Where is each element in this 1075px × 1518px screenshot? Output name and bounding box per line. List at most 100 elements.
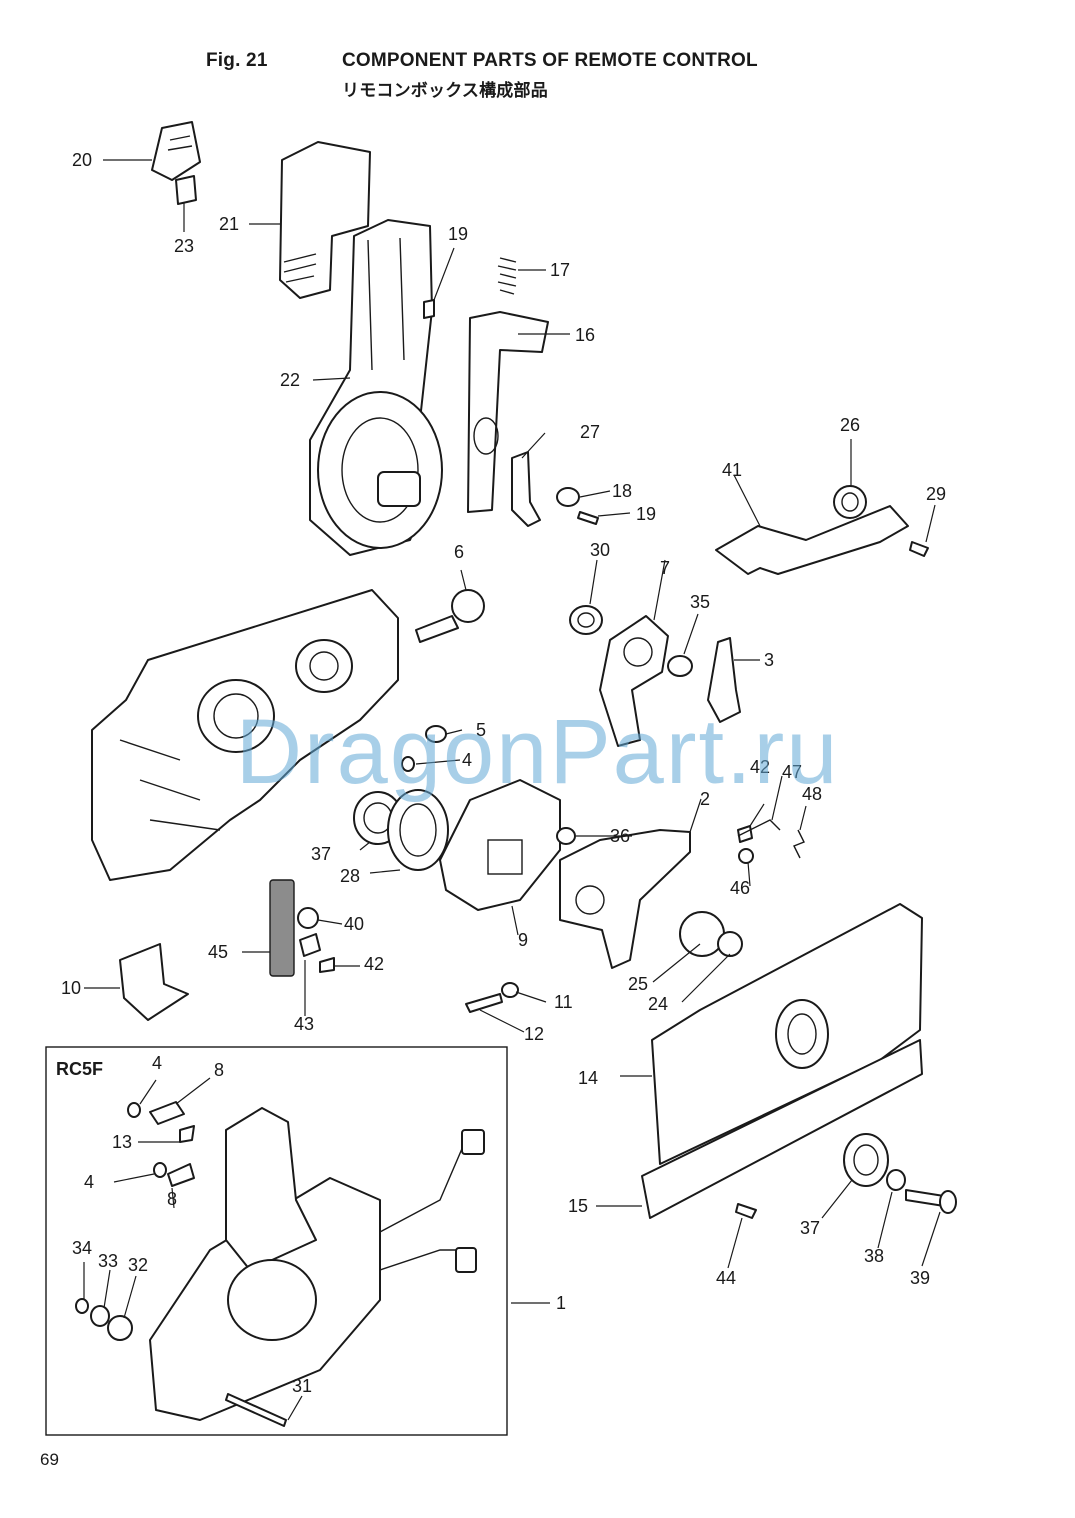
callout-label: 32 — [128, 1255, 148, 1275]
housing-part — [91, 589, 399, 881]
callout-label: 22 — [280, 370, 300, 390]
callout-label: 24 — [648, 994, 668, 1014]
callout-label: 23 — [174, 236, 194, 256]
washer-part-38 — [886, 1169, 906, 1191]
callout-label: 28 — [340, 866, 360, 886]
callout-label: 48 — [802, 784, 822, 804]
bushing-part-26 — [833, 485, 867, 519]
pad-part-40 — [297, 907, 319, 929]
callout-label: 4 — [462, 750, 472, 770]
callout-label: 30 — [590, 540, 610, 560]
shaft-part-6 — [415, 589, 485, 643]
callout-label: 37 — [800, 1218, 820, 1238]
lever-part-3 — [707, 637, 741, 723]
callout-label: 36 — [610, 826, 630, 846]
handle-lever-part-22 — [309, 219, 443, 556]
callout-label: 35 — [690, 592, 710, 612]
callout-label: 40 — [344, 914, 364, 934]
link-part-8-inset-upper — [149, 1101, 185, 1125]
handle-cover-part-21 — [279, 141, 371, 299]
screw-part-44 — [735, 1203, 757, 1219]
bushing-part-37-lower — [843, 1133, 889, 1187]
callout-label: 31 — [292, 1376, 312, 1396]
clip-part-24 — [717, 931, 743, 957]
nut-part-4-inset-lower — [153, 1162, 167, 1178]
clip-part-13-inset — [179, 1125, 195, 1143]
callout-label: 26 — [840, 415, 860, 435]
callout-label: 27 — [580, 422, 600, 442]
nut-part-11 — [501, 982, 519, 998]
roller-part-46 — [738, 848, 754, 864]
callout-label: 10 — [61, 978, 81, 998]
roller-part-36 — [556, 827, 576, 845]
page-title: COMPONENT PARTS OF REMOTE CONTROL — [342, 50, 758, 71]
callout-label: 44 — [716, 1268, 736, 1288]
cover-plate-part-14 — [651, 903, 923, 1165]
callout-label: 5 — [476, 720, 486, 740]
callout-label: 17 — [550, 260, 570, 280]
callout-label: 46 — [730, 878, 750, 898]
callout-label: 37 — [311, 844, 331, 864]
callout-label: 13 — [112, 1132, 132, 1152]
washer-part-18 — [556, 487, 580, 507]
bolt-part-12 — [465, 993, 503, 1013]
callout-label: 7 — [660, 558, 670, 578]
inset-box-rc5f — [45, 1046, 508, 1436]
spring-part-48 — [793, 829, 805, 859]
gear-plate-part-9 — [439, 779, 561, 911]
bolt-part-31-inset — [225, 1393, 287, 1427]
neutral-plate-part-2 — [559, 829, 691, 969]
leader-lines — [83, 159, 941, 1421]
remote-control-box-part-1 — [149, 1107, 485, 1421]
callout-label: 43 — [294, 1014, 314, 1034]
callout-label: 38 — [864, 1246, 884, 1266]
washer-part-35 — [667, 655, 693, 677]
bracket-part-27 — [511, 451, 541, 527]
callout-label: 12 — [524, 1024, 544, 1044]
callout-label: 16 — [575, 325, 595, 345]
figure-label: Fig. 21 — [206, 50, 268, 71]
callout-label: 34 — [72, 1238, 92, 1258]
callout-label: 3 — [764, 650, 774, 670]
detent-part-25 — [679, 911, 725, 957]
callout-label: 4 — [152, 1053, 162, 1073]
grommet-part-32-inset — [107, 1315, 133, 1341]
cover-plate-part-15 — [641, 1039, 923, 1219]
nut-part-34-inset — [75, 1298, 89, 1314]
nut-part-4-upper — [401, 756, 415, 772]
screw-part-29 — [909, 541, 929, 557]
bracket-part-10 — [119, 943, 189, 1021]
handle-cap-part-20 — [151, 121, 201, 181]
callout-label: 19 — [448, 224, 468, 244]
callout-label: 2 — [700, 789, 710, 809]
callout-label: 47 — [782, 762, 802, 782]
callout-label: 45 — [208, 942, 228, 962]
callout-label: 33 — [98, 1251, 118, 1271]
page-number: 69 — [40, 1450, 59, 1469]
callout-label: 39 — [910, 1268, 930, 1288]
screw-part-19-upper — [423, 299, 435, 319]
washer-part-33-inset — [90, 1305, 110, 1327]
cam-plate-part-7 — [599, 615, 669, 747]
callout-label: 19 — [636, 504, 656, 524]
lock-lever-part-16 — [467, 311, 549, 513]
callout-label: 9 — [518, 930, 528, 950]
callout-label: 25 — [628, 974, 648, 994]
link-part-8-inset-lower — [167, 1163, 195, 1187]
bushing-part-30 — [569, 605, 603, 635]
callout-label: 29 — [926, 484, 946, 504]
spring-part-47 — [737, 819, 781, 837]
watermark: DragonPart.ru — [235, 701, 840, 803]
insert-part-23 — [175, 175, 197, 205]
throttle-lever-part-41 — [715, 505, 909, 575]
callout-label: 1 — [556, 1293, 566, 1313]
callout-label: 18 — [612, 481, 632, 501]
screw-part-42-lower — [319, 957, 335, 973]
bolt-part-39 — [905, 1189, 957, 1214]
callout-label: 15 — [568, 1196, 588, 1216]
screw-part-19-lower — [577, 511, 599, 525]
callout-label: 14 — [578, 1068, 598, 1088]
inset-label: RC5F — [56, 1059, 103, 1079]
callout-label: 20 — [72, 150, 92, 170]
